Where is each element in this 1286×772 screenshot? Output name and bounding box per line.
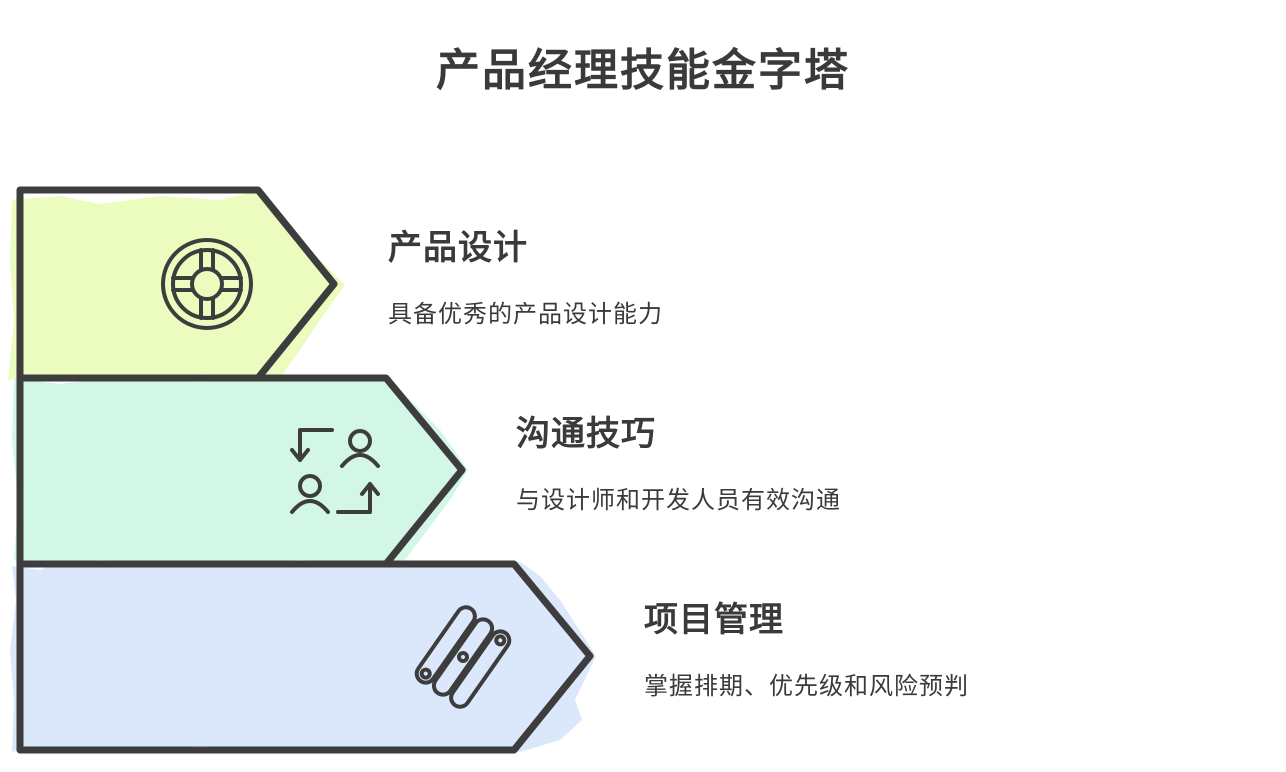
pills-icon xyxy=(414,605,512,709)
level-3-description: 掌握排期、优先级和风险预判 xyxy=(644,672,969,700)
level-1-fill xyxy=(8,190,345,380)
level-3-outline xyxy=(16,560,594,754)
level-2-fill xyxy=(12,376,468,566)
level-3-fill xyxy=(10,560,596,752)
people-exchange-icon xyxy=(290,428,380,514)
target-icon xyxy=(161,238,253,330)
level-1-description: 具备优秀的产品设计能力 xyxy=(388,300,663,328)
level-3-title: 项目管理 xyxy=(644,600,784,640)
level-2-outline xyxy=(16,374,466,568)
level-1-outline xyxy=(16,186,338,382)
level-2-description: 与设计师和开发人员有效沟通 xyxy=(516,486,841,514)
page-title: 产品经理技能金字塔 xyxy=(436,45,850,96)
level-2-title: 沟通技巧 xyxy=(516,414,656,454)
level-1-title: 产品设计 xyxy=(388,228,528,268)
